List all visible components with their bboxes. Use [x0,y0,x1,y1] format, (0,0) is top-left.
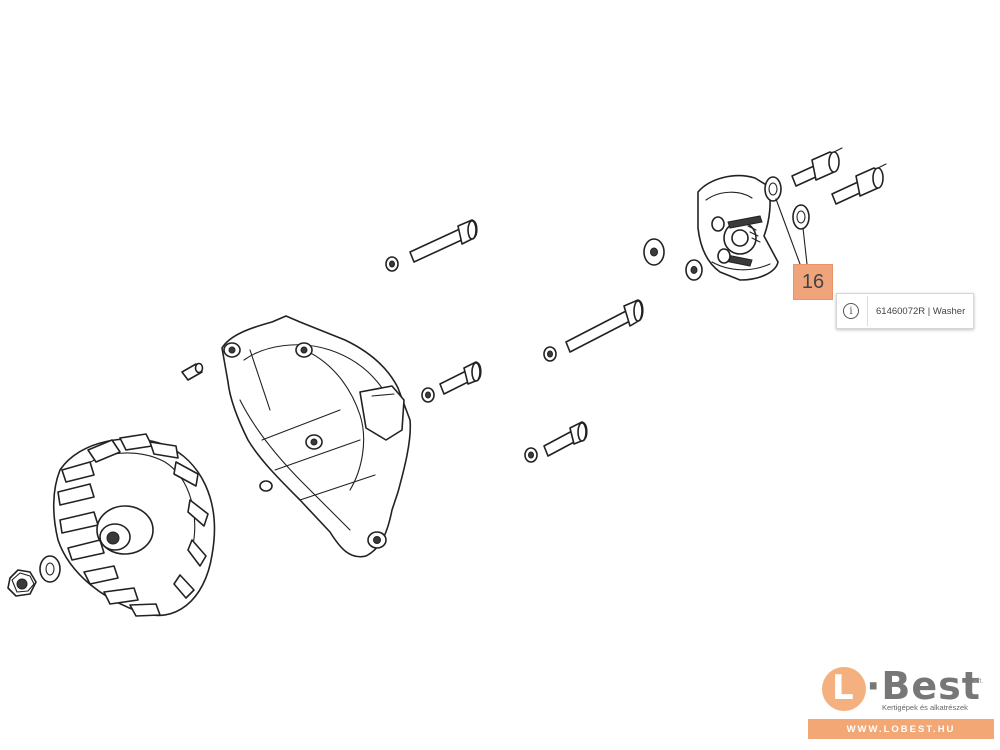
logo-kft: kft. [974,678,984,685]
lock-washer-lower[interactable] [524,447,538,463]
tooltip-text: 61460072R | Washer [876,305,966,317]
washer-16-upper[interactable] [764,176,782,202]
part-callout-16[interactable]: 16 [793,264,833,300]
info-icon: i [843,303,859,319]
logo-url[interactable]: WWW.LOBEST.HU [808,719,994,739]
fan-housing[interactable] [221,315,412,558]
clutch-assembly[interactable] [697,174,779,281]
logo-brand: ·Best [866,664,981,708]
shoulder-bolt-lower[interactable] [831,163,887,205]
flywheel[interactable] [52,433,216,617]
flywheel-washer[interactable] [39,555,61,583]
flywheel-nut[interactable] [7,569,37,597]
shoulder-bolt-upper[interactable] [791,147,843,187]
flat-washer-large[interactable] [643,238,665,266]
washer-16-lower[interactable] [792,204,810,230]
tooltip-divider [867,296,868,326]
lock-washer-middle[interactable] [421,387,435,403]
short-screw-lower[interactable] [543,421,588,457]
callout-leader-lines [775,198,808,265]
clutch-washer-small[interactable] [685,259,703,281]
lock-washer-upper[interactable] [385,256,399,272]
callout-number: 16 [801,270,825,293]
dowel-pin[interactable] [181,362,204,381]
logo-tagline: Kertigépek és alkatrészek [882,703,968,712]
long-screw-upper[interactable] [409,219,478,263]
logo-mark-letter: L [832,668,854,708]
part-tooltip: i 61460072R | Washer [836,293,974,329]
long-screw-center[interactable] [565,299,644,353]
short-screw-middle[interactable] [439,361,482,395]
lobest-logo[interactable]: L ·Best kft. Kertigépek és alkatrészek W… [808,662,994,746]
logo-mark [822,667,866,711]
lock-washer-center[interactable] [543,346,557,362]
